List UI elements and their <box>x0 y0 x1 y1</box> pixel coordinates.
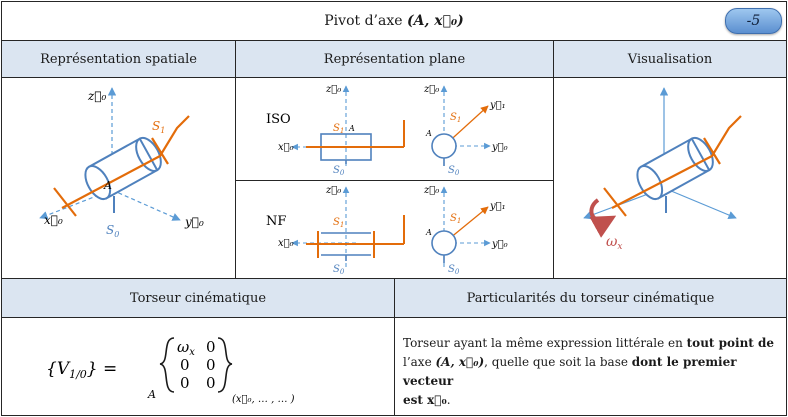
header-torseur-label: Torseur cinématique <box>129 290 267 306</box>
iso-side-label-a: A <box>348 124 355 133</box>
nf-front-label-a: A <box>425 228 432 237</box>
desc-bold-1: tout point de <box>686 336 775 350</box>
x-axis <box>39 189 113 220</box>
torseur-r2c2: 0 <box>206 356 216 374</box>
iso-front-label-s0: S0 <box>448 165 460 177</box>
header-spatial-label: Représentation spatiale <box>40 51 197 67</box>
particularites-text: Torseur ayant la même expression littéra… <box>403 334 777 410</box>
sheet-number-badge: -5 <box>725 8 782 34</box>
border-top <box>1 1 787 2</box>
desc-bold-3: est x⃗₀ <box>403 393 447 407</box>
header-visual-label: Visualisation <box>627 51 713 67</box>
torseur-r3c2: 0 <box>206 374 216 392</box>
title-label: Pivot d’axe <box>324 13 403 29</box>
col-rule-1 <box>235 40 236 278</box>
visual-diagram: ωx <box>583 87 742 252</box>
desc-part-4: . <box>446 393 451 407</box>
rule-iso-nf <box>236 180 553 181</box>
vis-shaft-stop-left <box>603 187 627 217</box>
torseur-basis: (x⃗₀, … , … ) <box>232 394 295 405</box>
y-axis <box>111 189 181 221</box>
nf-side-label-s0: S0 <box>333 264 345 276</box>
iso-diagram: ISO z⃗₀ x⃗₀ A S1 S0 z⃗₀ y⃗₀ y⃗₁ A S1 S0 <box>266 84 508 177</box>
desc-part-3: , quelle que soit la base <box>484 355 632 369</box>
torseur-brace-right <box>217 337 233 393</box>
border-left <box>1 1 2 416</box>
shaft-stop-left <box>53 187 77 217</box>
label-x0: x⃗₀ <box>44 213 63 227</box>
title-bar: Pivot d’axe (A, x⃗₀) <box>2 2 786 40</box>
border-right <box>786 1 787 416</box>
iso-side-label-z0: z⃗₀ <box>325 84 341 95</box>
spatial-diagram: z⃗₀ x⃗₀ y⃗₀ A S1 S0 <box>39 87 204 239</box>
vis-shaft-stop-right <box>703 137 721 165</box>
iso-front-label-y1: y⃗₁ <box>489 100 506 111</box>
nf-diagram: NF z⃗₀ x⃗₀ S1 S0 z⃗₀ y⃗₀ y⃗₁ A S1 S0 <box>266 185 508 276</box>
torseur-r3c1: 0 <box>180 374 190 392</box>
label-omega: ωx <box>606 234 623 252</box>
header-plane-label: Représentation plane <box>323 51 466 67</box>
iso-front-label-a: A <box>425 129 432 138</box>
torseur-brace <box>159 337 175 393</box>
iso-front-bearing <box>431 133 457 159</box>
header-torseur: Torseur cinématique <box>2 279 394 317</box>
iso-side-label-s1: S1 <box>333 123 344 135</box>
title-text: Pivot d’axe (A, x⃗₀) <box>324 13 463 29</box>
sheet-number: -5 <box>746 13 761 29</box>
col-rule-3 <box>394 278 395 416</box>
iso-front-label-y0: y⃗₀ <box>491 142 508 153</box>
torseur-r1c2: 0 <box>206 338 216 356</box>
vis-shaft <box>611 115 742 209</box>
torseur-lhs: {V1/0} = <box>46 359 117 381</box>
header-visual: Visualisation <box>554 41 786 77</box>
label-nf: NF <box>266 214 286 229</box>
torseur-r2c1: 0 <box>180 356 190 374</box>
col-rule-2 <box>553 40 554 278</box>
nf-side-label-z0: z⃗₀ <box>325 185 341 196</box>
header-spatial: Représentation spatiale <box>2 41 235 77</box>
nf-front-label-s0: S0 <box>448 264 460 276</box>
label-a: A <box>103 179 112 192</box>
label-y0: y⃗₀ <box>184 215 204 229</box>
torseur-point: A <box>147 388 156 401</box>
iso-side-label-s0: S0 <box>333 165 345 177</box>
label-z0: z⃗₀ <box>87 89 107 103</box>
label-s0: S0 <box>106 223 119 239</box>
nf-front-bearing <box>431 230 457 256</box>
shaft-stop-right <box>151 137 169 165</box>
iso-front-label-z0: z⃗₀ <box>423 84 439 95</box>
nf-side-label-s1: S1 <box>333 217 344 229</box>
desc-math-axis: (A, x⃗₀) <box>435 355 485 369</box>
iso-side-label-x0: x⃗₀ <box>278 142 294 153</box>
rotation-arrow <box>589 198 617 238</box>
title-math: (A, x⃗₀) <box>406 13 464 29</box>
nf-front-label-s1: S1 <box>450 213 461 225</box>
label-s1: S1 <box>152 119 165 135</box>
desc-part-1: Torseur ayant la même expression littéra… <box>403 336 687 350</box>
header-plane: Représentation plane <box>236 41 553 77</box>
torseur-formula: {V1/0} = ωx 0 0 0 0 0 A (x⃗₀, … , … ) <box>46 337 295 405</box>
nf-front-label-y1: y⃗₁ <box>489 201 506 212</box>
torseur-r1c1: ωx <box>177 338 195 358</box>
nf-front-label-z0: z⃗₀ <box>423 185 439 196</box>
label-iso: ISO <box>266 112 291 127</box>
shaft-s1 <box>61 115 190 209</box>
iso-front-label-s1: S1 <box>450 112 461 124</box>
cylinder <box>84 136 162 201</box>
desc-part-2: l’axe <box>403 355 436 369</box>
nf-front-label-y0: y⃗₀ <box>491 239 508 250</box>
header-particularites-label: Particularités du torseur cinématique <box>466 290 715 306</box>
desc-bold-2: dont le premier vecteur <box>403 355 737 388</box>
header-particularites: Particularités du torseur cinématique <box>395 279 786 317</box>
vis-y-axis <box>663 187 737 219</box>
nf-side-label-x0: x⃗₀ <box>278 238 294 249</box>
rule-under-title <box>1 40 787 41</box>
rule-under-headers <box>1 77 787 78</box>
